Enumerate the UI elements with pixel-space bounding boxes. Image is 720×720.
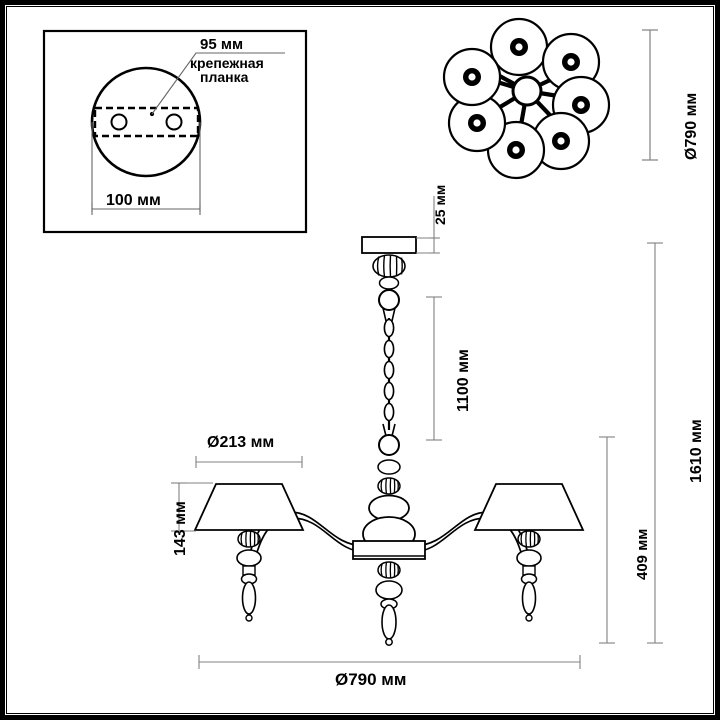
top-view-shades <box>442 17 611 180</box>
chain-length-dimension <box>426 296 442 441</box>
mounting-hole-right <box>165 113 183 131</box>
mounting-bar-dashed <box>93 106 200 138</box>
canopy-plate <box>361 236 417 254</box>
overall-diameter-dimension <box>198 655 581 669</box>
top-view-plan <box>442 17 611 180</box>
top-view-hub <box>511 75 543 107</box>
lamp-right-bead <box>516 549 542 567</box>
lamp-left <box>193 483 305 622</box>
top-view-shade <box>541 32 601 92</box>
lamp-left-ribbed-bead <box>237 530 261 548</box>
lamp-left-bead <box>236 549 262 567</box>
top-view-diameter-label: Ø790 мм <box>683 92 700 160</box>
body-height-label: 409 мм <box>634 528 651 580</box>
lamp-right-tip <box>525 614 533 622</box>
shade-height-dimension <box>171 482 213 532</box>
top-ring <box>378 289 400 311</box>
shade-diameter-label: Ø213 мм <box>207 434 275 451</box>
finial-bead-1 <box>375 580 403 600</box>
top-view-shade <box>489 17 549 77</box>
top-view-diameter-dimension <box>642 29 658 161</box>
body-bead-1 <box>377 459 401 475</box>
canopy-diameter-dimension <box>91 122 201 215</box>
mounting-hole-left <box>110 113 128 131</box>
finial-ribbed-bead <box>377 561 401 579</box>
canopy-circle <box>90 66 202 178</box>
canopy-diameter-label: 100 мм <box>106 192 161 209</box>
callout-leader <box>151 52 285 115</box>
lamp-right-ribbed-bead <box>517 530 541 548</box>
lamp-right-drop <box>521 581 537 615</box>
mounting-bar-label-line1: крепежная <box>190 55 264 71</box>
overall-diameter-label: Ø790 мм <box>335 670 407 689</box>
top-view-shade <box>531 111 591 171</box>
top-small-bead <box>378 276 400 290</box>
top-ribbed-bead <box>372 254 406 278</box>
shade-diameter-dimension <box>195 456 303 468</box>
total-height-label: 1610 мм <box>688 419 705 483</box>
chain-length-label: 1100 мм <box>455 349 472 412</box>
lamp-left-drop <box>241 581 257 615</box>
center-collar-plate <box>352 540 426 560</box>
canopy-detail-box <box>42 29 308 234</box>
lampshade-right <box>473 483 585 531</box>
lamp-right <box>473 483 585 622</box>
body-ribbed-bead <box>377 477 401 495</box>
lamp-left-tip <box>245 614 253 622</box>
canopy-height-dimension <box>416 196 440 254</box>
lampshade-left <box>193 483 305 531</box>
lower-ring <box>378 434 400 456</box>
finial-tip <box>385 638 393 646</box>
mounting-bar-label-line2: планка <box>200 69 249 85</box>
canopy-height-label: 25 мм <box>432 184 448 225</box>
top-view-shade <box>442 47 502 107</box>
total-height-dimension <box>647 242 663 644</box>
lower-hook <box>382 423 396 437</box>
shade-height-label: 143 мм <box>172 501 189 556</box>
finial-drop <box>381 604 397 640</box>
top-view-shade <box>447 93 507 153</box>
body-height-dimension <box>599 436 615 644</box>
suspension-chain <box>383 318 395 430</box>
callout-dimension-label: 95 мм <box>200 36 244 53</box>
chandelier-elevation <box>193 236 585 646</box>
top-hook <box>382 307 396 322</box>
